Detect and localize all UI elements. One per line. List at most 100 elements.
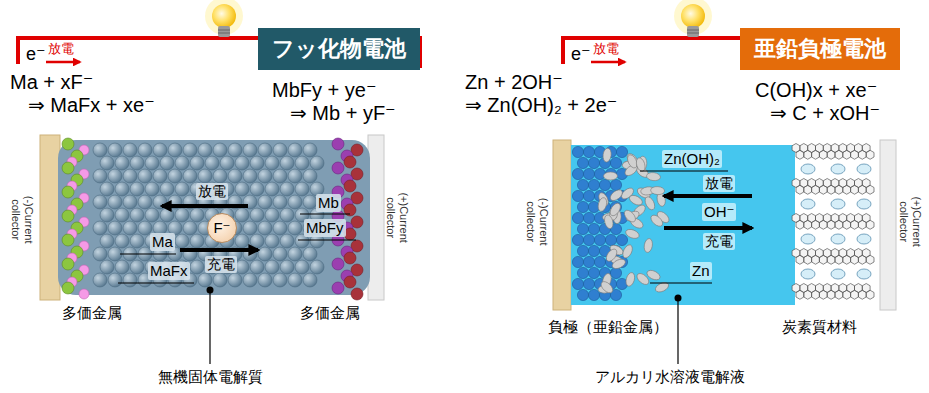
leader-dot — [207, 287, 214, 294]
collector-label: (+)Current collector — [384, 182, 409, 254]
electrolyte-particle — [213, 273, 227, 287]
zinc-particle — [610, 267, 621, 278]
cathode-particle — [344, 228, 356, 240]
leader-dot — [675, 295, 682, 302]
zinc-hydroxide-flake — [599, 280, 615, 295]
electrolyte-particle — [288, 143, 302, 157]
electrolyte-particle — [213, 143, 227, 157]
electrolyte-particle — [280, 182, 294, 196]
electrolyte-particle — [123, 273, 137, 287]
graphene-sheet — [792, 214, 874, 230]
zinc-particle — [616, 234, 627, 245]
zinc-hydroxide-flake — [645, 268, 661, 281]
intercalated-ion — [857, 269, 871, 279]
reaction-formula: ⇒ Zn(OH)₂ + 2e⁻ — [465, 93, 617, 117]
zinc-particle — [583, 234, 594, 245]
electrolyte-particle — [190, 208, 204, 222]
zinc-hydroxide-flake — [608, 201, 622, 217]
electrolyte-particle — [273, 247, 287, 261]
intercalated-ion — [831, 164, 845, 174]
ion-circle: F⁻ — [207, 213, 237, 243]
electrolyte-label: 無機固体電解質 — [158, 368, 263, 386]
cathode-fluoride-particle — [332, 258, 344, 270]
title-text: フッ化物電池 — [272, 36, 406, 62]
electrolyte-particle — [123, 195, 137, 209]
electrolyte-particle — [123, 143, 137, 157]
intercalated-ion — [801, 269, 815, 279]
zinc-particle — [588, 179, 599, 190]
electrolyte-particle — [310, 260, 324, 274]
electrolyte-particle — [228, 169, 242, 183]
electrolyte-particle — [183, 143, 197, 157]
electrolyte-particle — [288, 273, 302, 287]
discharge-label: 放電 — [593, 41, 619, 57]
electrolyte-particle — [303, 143, 317, 157]
zinc-particle — [577, 245, 588, 256]
zinc-particle — [588, 267, 599, 278]
zinc-hydroxide-flake — [621, 243, 634, 259]
zinc-hydroxide-flake — [643, 238, 653, 253]
electrolyte-particle — [175, 182, 189, 196]
charge-label: 充電 — [703, 233, 735, 250]
light-bulb — [674, 0, 712, 37]
electrolyte-particle — [190, 234, 204, 248]
zinc-particle — [572, 146, 583, 157]
zinc-particle — [583, 256, 594, 267]
electrolyte-particle — [123, 221, 137, 235]
electrolyte-particle — [93, 247, 107, 261]
electrolyte-particle — [303, 195, 317, 209]
anode-fluoride-particle — [79, 289, 89, 299]
cathode-particle — [344, 276, 356, 288]
electrolyte-particle — [243, 221, 257, 235]
zinc-particle — [577, 289, 588, 300]
zinc-particle — [577, 223, 588, 234]
electrolyte-particle — [258, 247, 272, 261]
electrolyte-particle — [108, 221, 122, 235]
electrolyte-particle — [93, 169, 107, 183]
zinc-particle — [577, 201, 588, 212]
electrolyte-particle — [160, 182, 174, 196]
electrolyte-particle — [273, 143, 287, 157]
zinc-hydroxide-flake — [622, 208, 637, 224]
electrolyte-particle — [235, 182, 249, 196]
zinc-hydroxide-flake — [646, 172, 661, 182]
electrolyte-particle — [295, 156, 309, 170]
electrolyte-particle — [108, 143, 122, 157]
electrolyte-particle — [258, 169, 272, 183]
electrolyte-particle — [130, 234, 144, 248]
electrolyte-particle — [93, 143, 107, 157]
electrolyte-particle — [303, 169, 317, 183]
reaction-formula: ⇒ C + xOH⁻ — [770, 101, 880, 125]
anode-particle — [62, 282, 74, 294]
electrolyte-particle — [100, 156, 114, 170]
electrolyte-particle — [250, 182, 264, 196]
electrolyte-particle — [273, 169, 287, 183]
discharge-arrow — [664, 194, 752, 198]
electrolyte-particle — [183, 169, 197, 183]
cathode-fluoride-particle — [332, 162, 344, 174]
electrolyte-particle — [265, 182, 279, 196]
electrolyte-particle — [100, 260, 114, 274]
zinc-particle — [583, 190, 594, 201]
charge-arrow — [664, 226, 752, 230]
zinc-hydroxide-flake — [635, 157, 647, 173]
zinc-particle — [594, 168, 605, 179]
electrolyte-particle — [160, 156, 174, 170]
electrolyte-particle — [213, 169, 227, 183]
electrolyte-particle — [145, 156, 159, 170]
reaction-formula: ⇒ MaFx + xe⁻ — [28, 93, 155, 117]
material-label: MbFy — [304, 219, 346, 237]
electrolyte-particle — [93, 273, 107, 287]
electrolyte-particle — [153, 169, 167, 183]
alkaline-electrolyte — [571, 145, 795, 305]
electrolyte-particle — [303, 247, 317, 261]
electrolyte-label: アルカリ水溶液電解液 — [595, 368, 745, 386]
electrolyte-particle — [258, 273, 272, 287]
light-bulb — [205, 0, 243, 37]
discharge-label: 放電 — [703, 175, 735, 192]
zinc-hydroxide-flake — [624, 228, 640, 240]
discharge-label: 放電 — [196, 183, 228, 200]
electrolyte-particle — [250, 208, 264, 222]
electrolyte-particle — [235, 234, 249, 248]
electrode-label: 負極（亜鉛金属） — [548, 318, 668, 336]
